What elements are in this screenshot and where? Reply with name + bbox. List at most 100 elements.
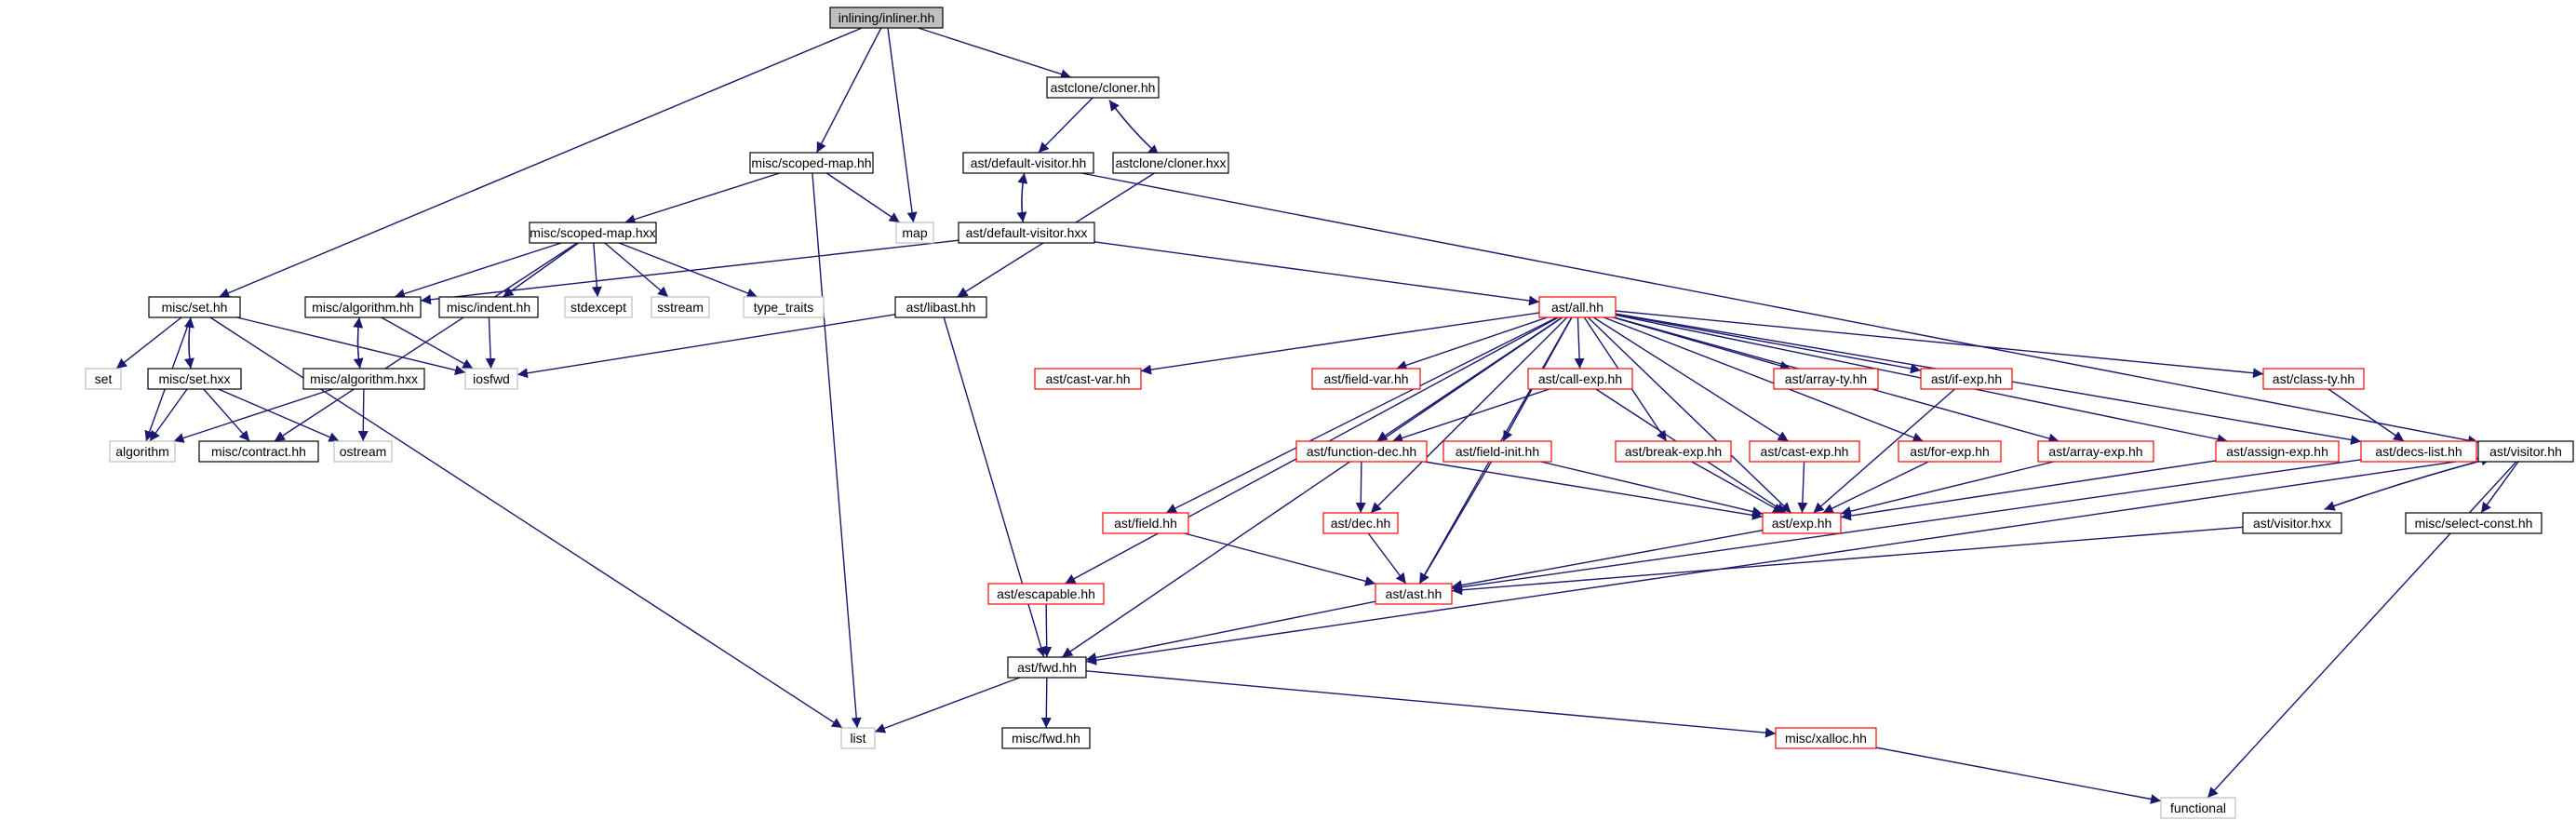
node-label-misc-set-hh: misc/set.hh — [162, 300, 228, 315]
node-box-ast-default-visitor-hh — [962, 152, 1094, 174]
edge-misc-scoped-map-hxx-to-type-traits — [618, 242, 758, 299]
node-label-iosfwd: iosfwd — [473, 371, 510, 386]
node-misc-algorithm-hxx[interactable]: misc/algorithm.hxx — [302, 368, 425, 390]
node-box-ast-for-exp-hh — [1898, 440, 2002, 463]
node-ast-for-exp-hh[interactable]: ast/for-exp.hh — [1898, 440, 2002, 463]
edge-misc-scoped-map-hxx-to-stdexcept — [591, 242, 602, 298]
node-label-ast-all-hh: ast/all.hh — [1551, 300, 1603, 315]
edge-misc-scoped-map-hxx-to-sstream — [604, 242, 669, 298]
node-ast-assign-exp-hh[interactable]: ast/assign-exp.hh — [2215, 440, 2340, 463]
node-label-set: set — [95, 371, 113, 386]
node-misc-fwd-hh[interactable]: misc/fwd.hh — [1001, 727, 1091, 749]
node-ast-default-visitor-hh[interactable]: ast/default-visitor.hh — [962, 152, 1094, 174]
node-label-ast-decs-list-hh: ast/decs-list.hh — [2375, 444, 2462, 459]
node-misc-xalloc-hh[interactable]: misc/xalloc.hh — [1775, 727, 1877, 749]
node-ast-cast-exp-hh[interactable]: ast/cast-exp.hh — [1749, 440, 1860, 463]
node-label-misc-scoped-map-hh: misc/scoped-map.hh — [751, 155, 871, 170]
node-label-list: list — [850, 731, 865, 746]
edge-misc-scoped-map-hh-to-list — [812, 172, 862, 729]
node-misc-set-hxx[interactable]: misc/set.hxx — [147, 368, 242, 390]
node-inlining-inliner-hh[interactable]: inlining/inliner.hh — [829, 7, 944, 29]
node-ast-dec-hh[interactable]: ast/dec.hh — [1322, 512, 1399, 534]
node-box-misc-fwd-hh — [1001, 727, 1091, 749]
node-box-ast-cast-var-hh — [1034, 368, 1142, 390]
node-label-misc-xalloc-hh: misc/xalloc.hh — [1785, 731, 1867, 746]
edge-ast-escapable-hh-to-ast-fwd-hh — [1041, 603, 1053, 658]
node-ast-if-exp-hh[interactable]: ast/if-exp.hh — [1920, 368, 2013, 390]
node-misc-scoped-map-hh[interactable]: misc/scoped-map.hh — [749, 152, 874, 174]
node-ast-escapable-hh[interactable]: ast/escapable.hh — [987, 583, 1105, 605]
node-ast-cast-var-hh[interactable]: ast/cast-var.hh — [1034, 368, 1142, 390]
node-label-map: map — [902, 225, 927, 240]
node-label-ast-call-exp-hh: ast/call-exp.hh — [1538, 371, 1622, 386]
node-algorithm: algorithm — [109, 440, 176, 463]
node-misc-select-const-hh[interactable]: misc/select-const.hh — [2405, 512, 2542, 534]
node-misc-scoped-map-hxx[interactable]: misc/scoped-map.hxx — [529, 222, 657, 244]
node-misc-contract-hh[interactable]: misc/contract.hh — [198, 440, 319, 463]
edge-ast-fwd-hh-to-misc-fwd-hh — [1040, 677, 1052, 729]
node-misc-indent-hh[interactable]: misc/indent.hh — [438, 296, 539, 318]
node-box-misc-algorithm-hh — [304, 296, 422, 318]
node-ast-call-exp-hh[interactable]: ast/call-exp.hh — [1527, 368, 1633, 390]
node-ast-function-dec-hh[interactable]: ast/function-dec.hh — [1295, 440, 1428, 463]
edge-misc-set-hh-to-list — [209, 316, 843, 729]
edge-misc-scoped-map-hh-to-map — [825, 172, 901, 223]
node-ast-fwd-hh[interactable]: ast/fwd.hh — [1007, 656, 1087, 679]
node-label-ast-break-exp-hh: ast/break-exp.hh — [1625, 444, 1722, 459]
node-ast-class-ty-hh[interactable]: ast/class-ty.hh — [2262, 368, 2365, 390]
node-label-misc-scoped-map-hxx: misc/scoped-map.hxx — [530, 225, 655, 240]
node-ast-visitor-hh[interactable]: ast/visitor.hh — [2477, 440, 2574, 463]
edge-astclone-cloner-hh-to-ast-default-visitor-hh — [1038, 97, 1093, 154]
edge-ast-break-exp-hh-to-ast-exp-hh — [1691, 461, 1784, 514]
node-box-ast-array-exp-hh — [2037, 440, 2154, 463]
node-label-ast-cast-exp-hh: ast/cast-exp.hh — [1761, 444, 1849, 459]
node-label-ast-if-exp-hh: ast/if-exp.hh — [1931, 371, 2002, 386]
node-misc-set-hh[interactable]: misc/set.hh — [148, 296, 241, 318]
node-ast-array-exp-hh[interactable]: ast/array-exp.hh — [2037, 440, 2154, 463]
edge-ast-decs-list-hh-to-ast-ast-hh — [1451, 459, 2362, 593]
node-box-astclone-cloner-hxx — [1112, 152, 1229, 174]
node-ast-array-ty-hh[interactable]: ast/array-ty.hh — [1773, 368, 1879, 390]
node-sstream: sstream — [651, 296, 710, 318]
edge-ast-all-hh-to-ast-for-exp-hh — [1603, 316, 1924, 443]
node-ast-libast-hh[interactable]: ast/libast.hh — [894, 296, 987, 318]
node-label-ast-visitor-hxx: ast/visitor.hxx — [2253, 516, 2331, 531]
node-type-traits: type_traits — [743, 296, 825, 318]
edge-inlining-inliner-hh-to-misc-scoped-map-hh — [816, 27, 882, 154]
edge-ast-function-dec-hh-to-ast-exp-hh — [1424, 461, 1764, 520]
node-label-misc-select-const-hh: misc/select-const.hh — [2415, 516, 2533, 531]
node-box-misc-scoped-map-hxx — [529, 222, 657, 244]
edge-ast-all-hh-to-ast-cast-exp-hh — [1592, 316, 1790, 442]
node-box-ast-if-exp-hh — [1920, 368, 2013, 390]
node-ast-default-visitor-hxx[interactable]: ast/default-visitor.hxx — [958, 222, 1095, 244]
node-ast-field-hh[interactable]: ast/field.hh — [1102, 512, 1189, 534]
node-box-ast-decs-list-hh — [2360, 440, 2477, 463]
edge-misc-algorithm-hh-to-iosfwd — [381, 316, 474, 370]
edge-misc-set-hxx-to-misc-contract-hh — [203, 388, 250, 442]
edge-ast-fwd-hh-to-misc-xalloc-hh — [1085, 670, 1777, 738]
node-label-ast-escapable-hh: ast/escapable.hh — [997, 586, 1095, 601]
node-misc-algorithm-hh[interactable]: misc/algorithm.hh — [304, 296, 422, 318]
node-ast-exp-hh[interactable]: ast/exp.hh — [1762, 512, 1842, 534]
node-label-ast-array-exp-hh: ast/array-exp.hh — [2048, 444, 2142, 459]
edge-misc-scoped-map-hh-to-misc-scoped-map-hxx — [624, 172, 780, 224]
node-ast-all-hh[interactable]: ast/all.hh — [1538, 296, 1617, 318]
nodes-layer: inlining/inliner.hh astclone/cloner.hh mis… — [85, 7, 2574, 819]
node-astclone-cloner-hh[interactable]: astclone/cloner.hh — [1046, 76, 1160, 99]
edge-misc-algorithm-hxx-to-misc-algorithm-hh — [353, 316, 364, 370]
node-label-ast-ast-hh: ast/ast.hh — [1386, 586, 1442, 601]
node-label-ast-assign-exp-hh: ast/assign-exp.hh — [2226, 444, 2328, 459]
edge-ast-all-hh-to-ast-fwd-hh — [1061, 316, 1563, 658]
node-ast-field-init-hh[interactable]: ast/field-init.hh — [1442, 440, 1552, 463]
node-ast-visitor-hxx[interactable]: ast/visitor.hxx — [2242, 512, 2342, 534]
node-ast-decs-list-hh[interactable]: ast/decs-list.hh — [2360, 440, 2477, 463]
node-box-ast-exp-hh — [1762, 512, 1842, 534]
node-ast-field-var-hh[interactable]: ast/field-var.hh — [1311, 368, 1421, 390]
node-ast-ast-hh[interactable]: ast/ast.hh — [1375, 583, 1453, 605]
node-astclone-cloner-hxx[interactable]: astclone/cloner.hxx — [1112, 152, 1229, 174]
node-ast-break-exp-hh[interactable]: ast/break-exp.hh — [1615, 440, 1732, 463]
node-label-algorithm: algorithm — [115, 444, 169, 459]
node-label-ast-cast-var-hh: ast/cast-var.hh — [1045, 371, 1130, 386]
